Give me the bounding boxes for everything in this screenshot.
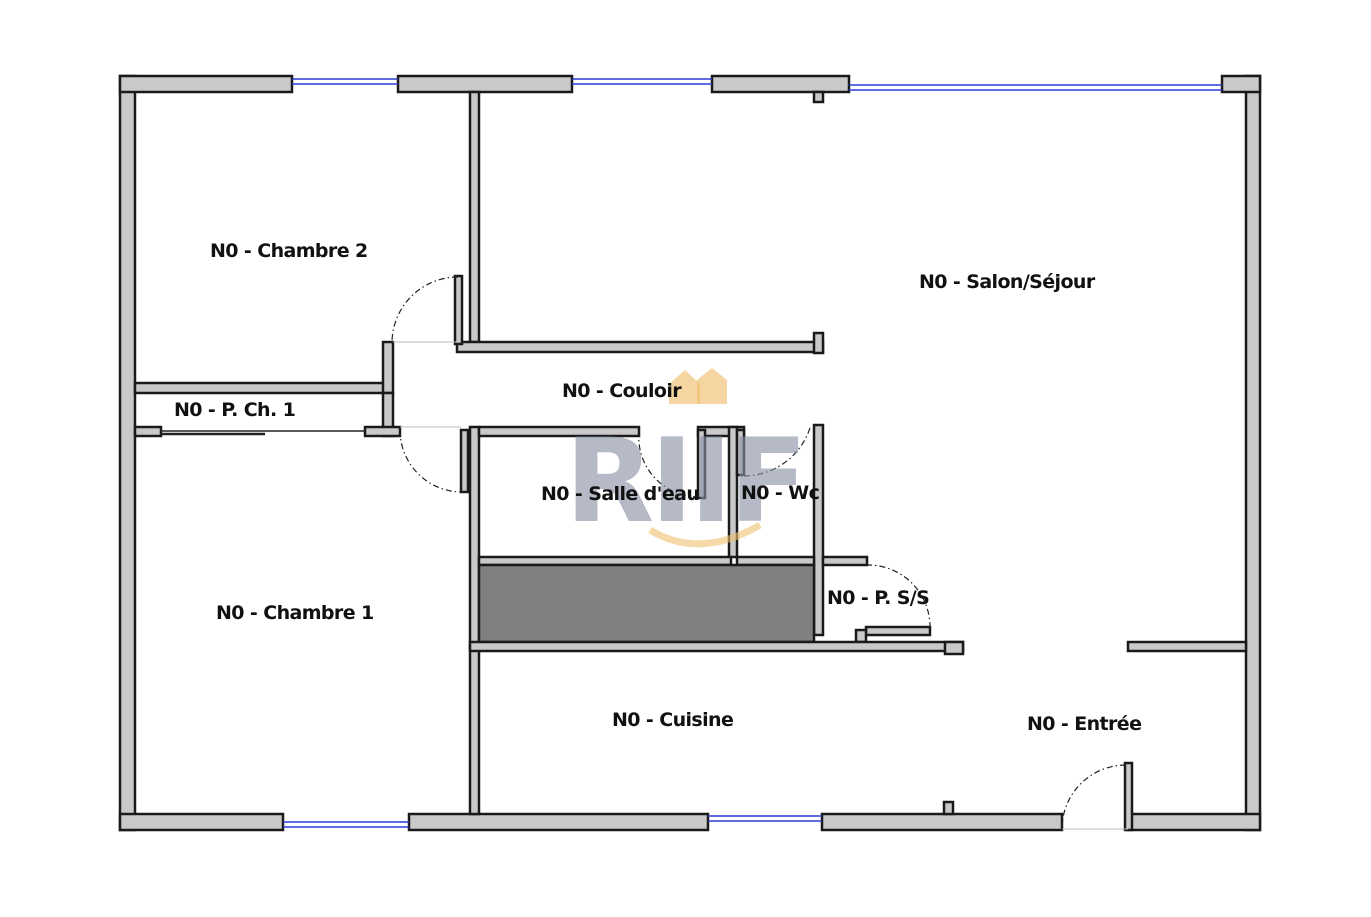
wall-ch2-salon [468, 90, 481, 344]
wall-left [118, 74, 137, 832]
room-label-chambre-2: N0 - Chambre 2 [210, 240, 368, 262]
door-leaf-ch2 [453, 274, 464, 346]
wall-top-3 [710, 74, 851, 94]
wall-bottom-3 [820, 812, 1064, 832]
wall-ps-jamb [854, 628, 868, 644]
door-leaf-entree [1123, 761, 1134, 832]
wall-top-stub [812, 90, 825, 104]
wall-right [1244, 74, 1262, 832]
wall-cuisine-top-end [943, 640, 965, 656]
room-label-wc: N0 - Wc [741, 482, 819, 504]
interior-walls [133, 90, 1248, 832]
wall-bottom-2 [407, 812, 710, 832]
watermark: RIIF [565, 368, 808, 549]
wall-top-1 [118, 74, 294, 94]
door-leaf-ps [864, 625, 932, 637]
door-leaf-ch1 [459, 428, 470, 494]
room-label-placard-ss: N0 - P. S/S [827, 587, 929, 609]
windows [283, 78, 1222, 828]
wall-placard-bottom-r [363, 425, 402, 438]
wall-entree-top [1126, 640, 1248, 653]
room-label-salon: N0 - Salon/Séjour [919, 271, 1096, 293]
wall-cuisine-top [468, 640, 965, 653]
room-label-chambre-1: N0 - Chambre 1 [216, 602, 374, 624]
door-leaf-sdb [696, 428, 707, 500]
technical-duct [477, 563, 816, 644]
room-labels: N0 - Chambre 2 N0 - Salon/Séjour N0 - Co… [174, 240, 1142, 735]
wall-top-2 [396, 74, 574, 94]
watermark-house-icon [669, 370, 700, 404]
wall-ch2-corner [381, 340, 395, 395]
wall-bottom-1 [118, 812, 285, 832]
room-label-placard-ch1: N0 - P. Ch. 1 [174, 399, 295, 421]
wall-wc-right [812, 423, 825, 637]
wall-sdb-wc [727, 425, 739, 559]
watermark-house-icon-2 [697, 368, 727, 404]
wall-ps-top [821, 555, 869, 567]
wall-bottom-4 [1126, 812, 1262, 832]
wall-top-4 [1220, 74, 1262, 94]
door-swings [391, 276, 1127, 830]
wall-ch1-right [468, 425, 481, 816]
room-label-couloir: N0 - Couloir [562, 380, 682, 402]
wall-bottom-stub [942, 800, 955, 816]
door-leaf-wc-l [735, 428, 746, 477]
wall-couloir-top-end [812, 331, 825, 355]
room-label-entree: N0 - Entrée [1027, 713, 1141, 735]
room-label-cuisine: N0 - Cuisine [612, 709, 733, 731]
wall-couloir-top [455, 340, 825, 354]
wall-placard-bottom-l [133, 425, 163, 438]
wall-ch2-bottom [133, 381, 387, 395]
watermark-swoosh [648, 521, 762, 548]
room-label-salle-eau: N0 - Salle d'eau [541, 483, 699, 505]
watermark-text: RIIF [565, 414, 804, 549]
